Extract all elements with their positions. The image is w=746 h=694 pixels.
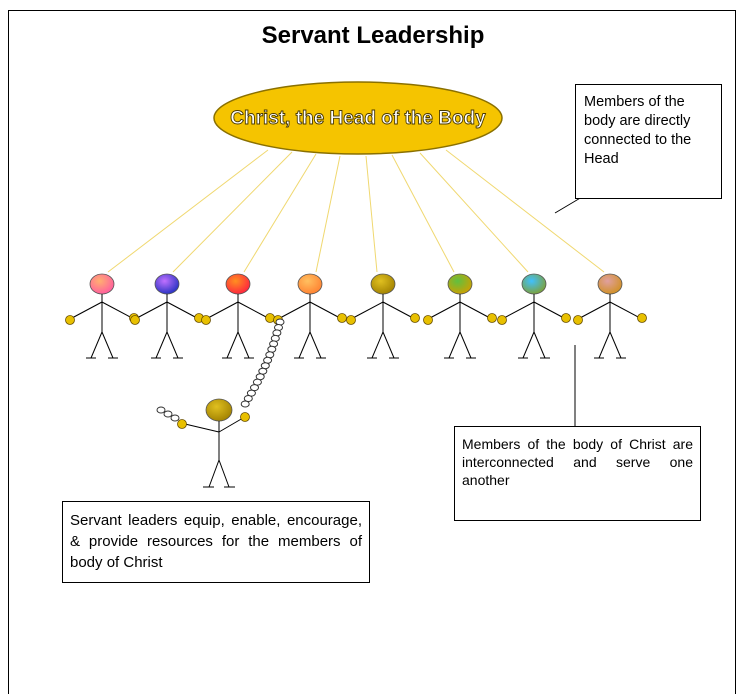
leader-left-hand [177,419,187,429]
member-1-left-hand [65,315,75,325]
member-3-head [225,273,251,295]
member-8-head [597,273,623,295]
connector-line [315,155,341,273]
member-6-left-leg [448,331,461,359]
head-of-body: Christ, the Head of the Body [213,81,503,155]
member-6 [423,273,497,359]
member-8 [573,273,647,359]
member-5 [346,273,420,359]
member-4-left-leg [298,331,311,359]
members-row [65,273,647,359]
chain-link [170,414,180,422]
member-3-right-leg [237,331,250,359]
member-1-right-leg [101,331,114,359]
member-7 [497,273,571,359]
callout-directly-connected: Members of the body are directly connect… [575,84,722,199]
member-3 [201,273,275,359]
member-5-right-hand [410,313,420,323]
member-8-right-leg [609,331,622,359]
member-1 [65,273,139,359]
leader-head [205,398,233,422]
member-8-right-arm [609,301,641,319]
member-2-left-arm [136,301,168,319]
leader-right-arm [218,417,244,433]
member-3-right-arm [237,301,269,319]
member-7-left-leg [522,331,535,359]
connector-line [419,152,529,273]
connector-line [243,153,317,273]
member-5-left-hand [346,315,356,325]
member-4-left-arm [279,301,311,319]
member-5-right-arm [382,301,414,319]
member-7-right-arm [533,301,565,319]
member-5-left-leg [371,331,384,359]
member-3-right-hand [265,313,275,323]
leader-right-hand [240,412,250,422]
leader-right-leg [218,459,230,488]
member-7-left-arm [503,301,535,319]
member-2-head [154,273,180,295]
member-4-right-hand [337,313,347,323]
member-4-head [297,273,323,295]
chain-link [240,400,250,408]
member-2-right-arm [166,301,198,319]
member-1-head [89,273,115,295]
member-8-right-hand [637,313,647,323]
member-3-left-arm [207,301,239,319]
connector-line [107,149,269,273]
member-2-left-hand [130,315,140,325]
callout-pointer-directly-connected [554,196,583,214]
leader-left-leg [208,459,220,488]
leader-left-arm [184,423,220,433]
callout-interconnected: Members of the body of Christ are interc… [454,426,701,521]
member-2-right-leg [166,331,179,359]
member-6-left-hand [423,315,433,325]
member-7-head [521,273,547,295]
member-8-left-arm [579,301,611,319]
member-2 [130,273,204,359]
member-4-right-leg [309,331,322,359]
member-4-right-arm [309,301,341,319]
chain-link [156,406,166,414]
member-3-left-leg [226,331,239,359]
member-7-left-hand [497,315,507,325]
head-label: Christ, the Head of the Body [230,108,486,129]
connector-line [172,151,293,273]
member-7-right-leg [533,331,546,359]
member-5-left-arm [352,301,384,319]
diagram-title: Servant Leadership [261,22,485,49]
member-4 [273,273,347,359]
member-7-right-hand [561,313,571,323]
member-6-right-hand [487,313,497,323]
head-connector-lines [107,149,605,273]
member-1-left-arm [71,301,103,319]
member-6-head [447,273,473,295]
connector-line [445,149,605,273]
member-5-head [370,273,396,295]
diagram-frame [8,10,736,694]
member-6-right-arm [459,301,491,319]
member-3-left-hand [201,315,211,325]
member-6-left-arm [429,301,461,319]
connector-line [391,154,455,273]
head-ellipse [213,81,503,155]
callout-servant-leaders: Servant leaders equip, enable, encourage… [62,501,370,583]
member-1-right-arm [101,301,133,319]
member-2-left-leg [155,331,168,359]
leader-chain [240,318,285,408]
member-6-right-leg [459,331,472,359]
servant-leader-figure [156,398,250,488]
connector-line [365,155,378,273]
chain-link [163,410,173,418]
member-8-left-leg [598,331,611,359]
member-5-right-leg [382,331,395,359]
member-1-left-leg [90,331,103,359]
member-8-left-hand [573,315,583,325]
